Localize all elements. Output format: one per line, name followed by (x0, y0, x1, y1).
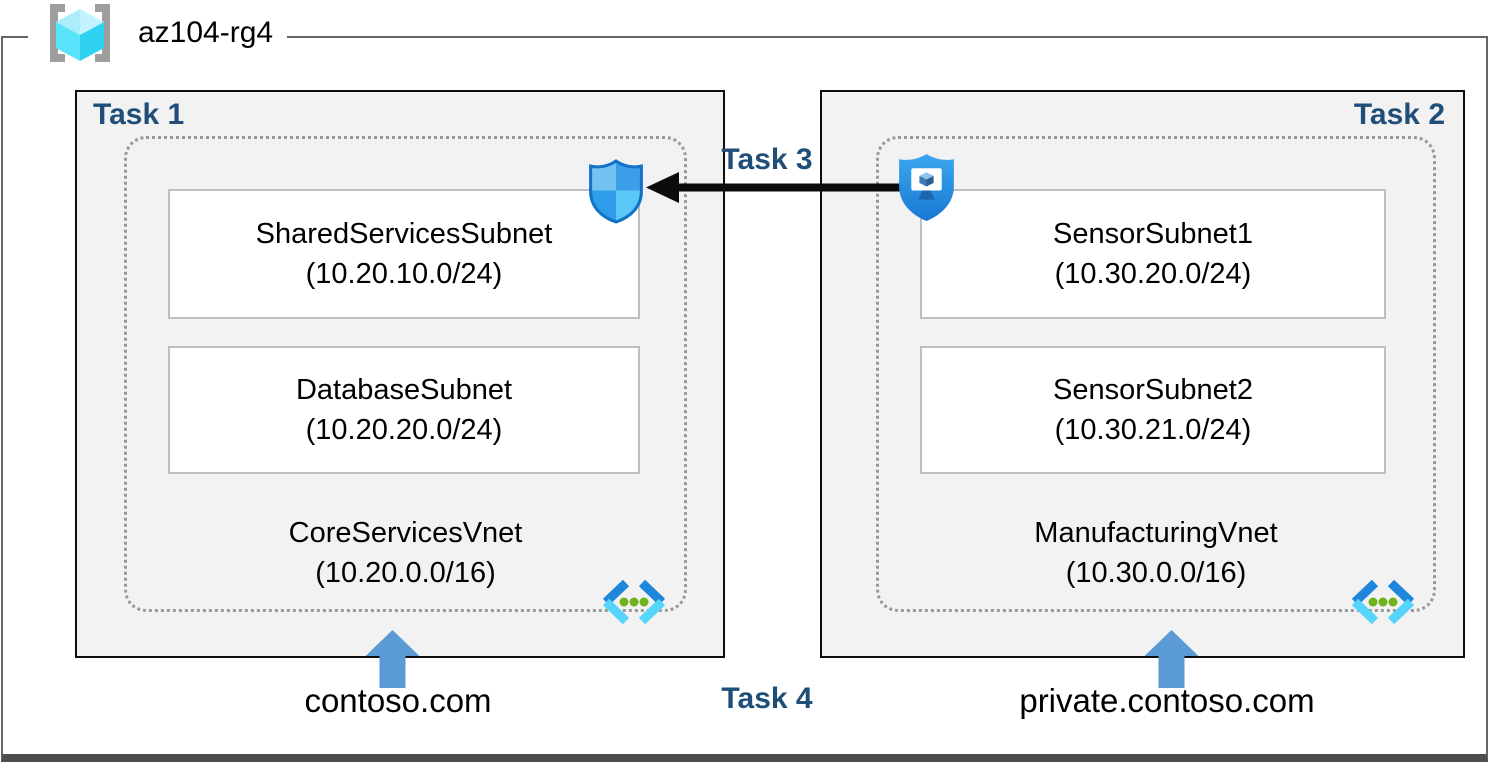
subnet-cidr: (10.20.10.0/24) (305, 258, 503, 290)
core-services-vnet-label: CoreServicesVnet (10.20.0.0/16) (127, 513, 684, 593)
vnet-name: CoreServicesVnet (288, 516, 523, 549)
resource-group-frame (1, 36, 1488, 762)
virtual-network-icon (1351, 579, 1415, 625)
subnet-name: SensorSubnet1 (1053, 217, 1253, 250)
up-arrow-icon (365, 630, 420, 688)
resource-group-header: az104-rg4 (28, 2, 288, 64)
database-subnet-box: DatabaseSubnet (10.20.20.0/24) (168, 346, 640, 474)
manufacturing-vnet-boundary: SensorSubnet1 (10.30.20.0/24) SensorSubn… (876, 136, 1436, 625)
core-services-vnet-boundary: SharedServicesSubnet (10.20.10.0/24) Dat… (124, 136, 687, 625)
task2-label: Task 2 (1353, 98, 1445, 131)
task2-box: Task 2 SensorSubnet1 (10.30.20.0/24) Sen… (820, 90, 1465, 658)
task3-label: Task 3 (721, 143, 813, 176)
vnet-name: ManufacturingVnet (1034, 516, 1278, 549)
subnet-name: SensorSubnet2 (1053, 373, 1253, 406)
private-contoso-dns-label: private.contoso.com (1019, 682, 1315, 719)
sensor-subnet2-box: SensorSubnet2 (10.30.21.0/24) (920, 346, 1386, 474)
subnet-cidr: (10.20.20.0/24) (305, 414, 503, 446)
subnet-name: SharedServicesSubnet (255, 217, 553, 250)
resource-group-icon (50, 4, 110, 62)
application-security-group-icon (899, 154, 954, 221)
subnet-name: DatabaseSubnet (295, 373, 513, 406)
left-arrow-icon (646, 172, 912, 203)
subnet-cidr: (10.30.21.0/24) (1054, 414, 1252, 446)
manufacturing-vnet-label: ManufacturingVnet (10.30.0.0/16) (879, 513, 1433, 593)
contoso-dns-label: contoso.com (304, 682, 492, 719)
network-security-group-shield-icon (589, 159, 643, 224)
up-arrow-icon (1144, 630, 1199, 688)
vnet-cidr: (10.20.0.0/16) (315, 556, 496, 589)
task1-label: Task 1 (93, 98, 185, 131)
subnet-cidr: (10.30.20.0/24) (1054, 258, 1252, 290)
shared-services-subnet-box: SharedServicesSubnet (10.20.10.0/24) (168, 189, 640, 319)
sensor-subnet1-box: SensorSubnet1 (10.30.20.0/24) (920, 189, 1386, 319)
vnet-cidr: (10.30.0.0/16) (1065, 556, 1247, 589)
virtual-network-icon (602, 579, 666, 625)
task4-label: Task 4 (721, 682, 813, 715)
resource-group-title: az104-rg4 (138, 16, 274, 49)
